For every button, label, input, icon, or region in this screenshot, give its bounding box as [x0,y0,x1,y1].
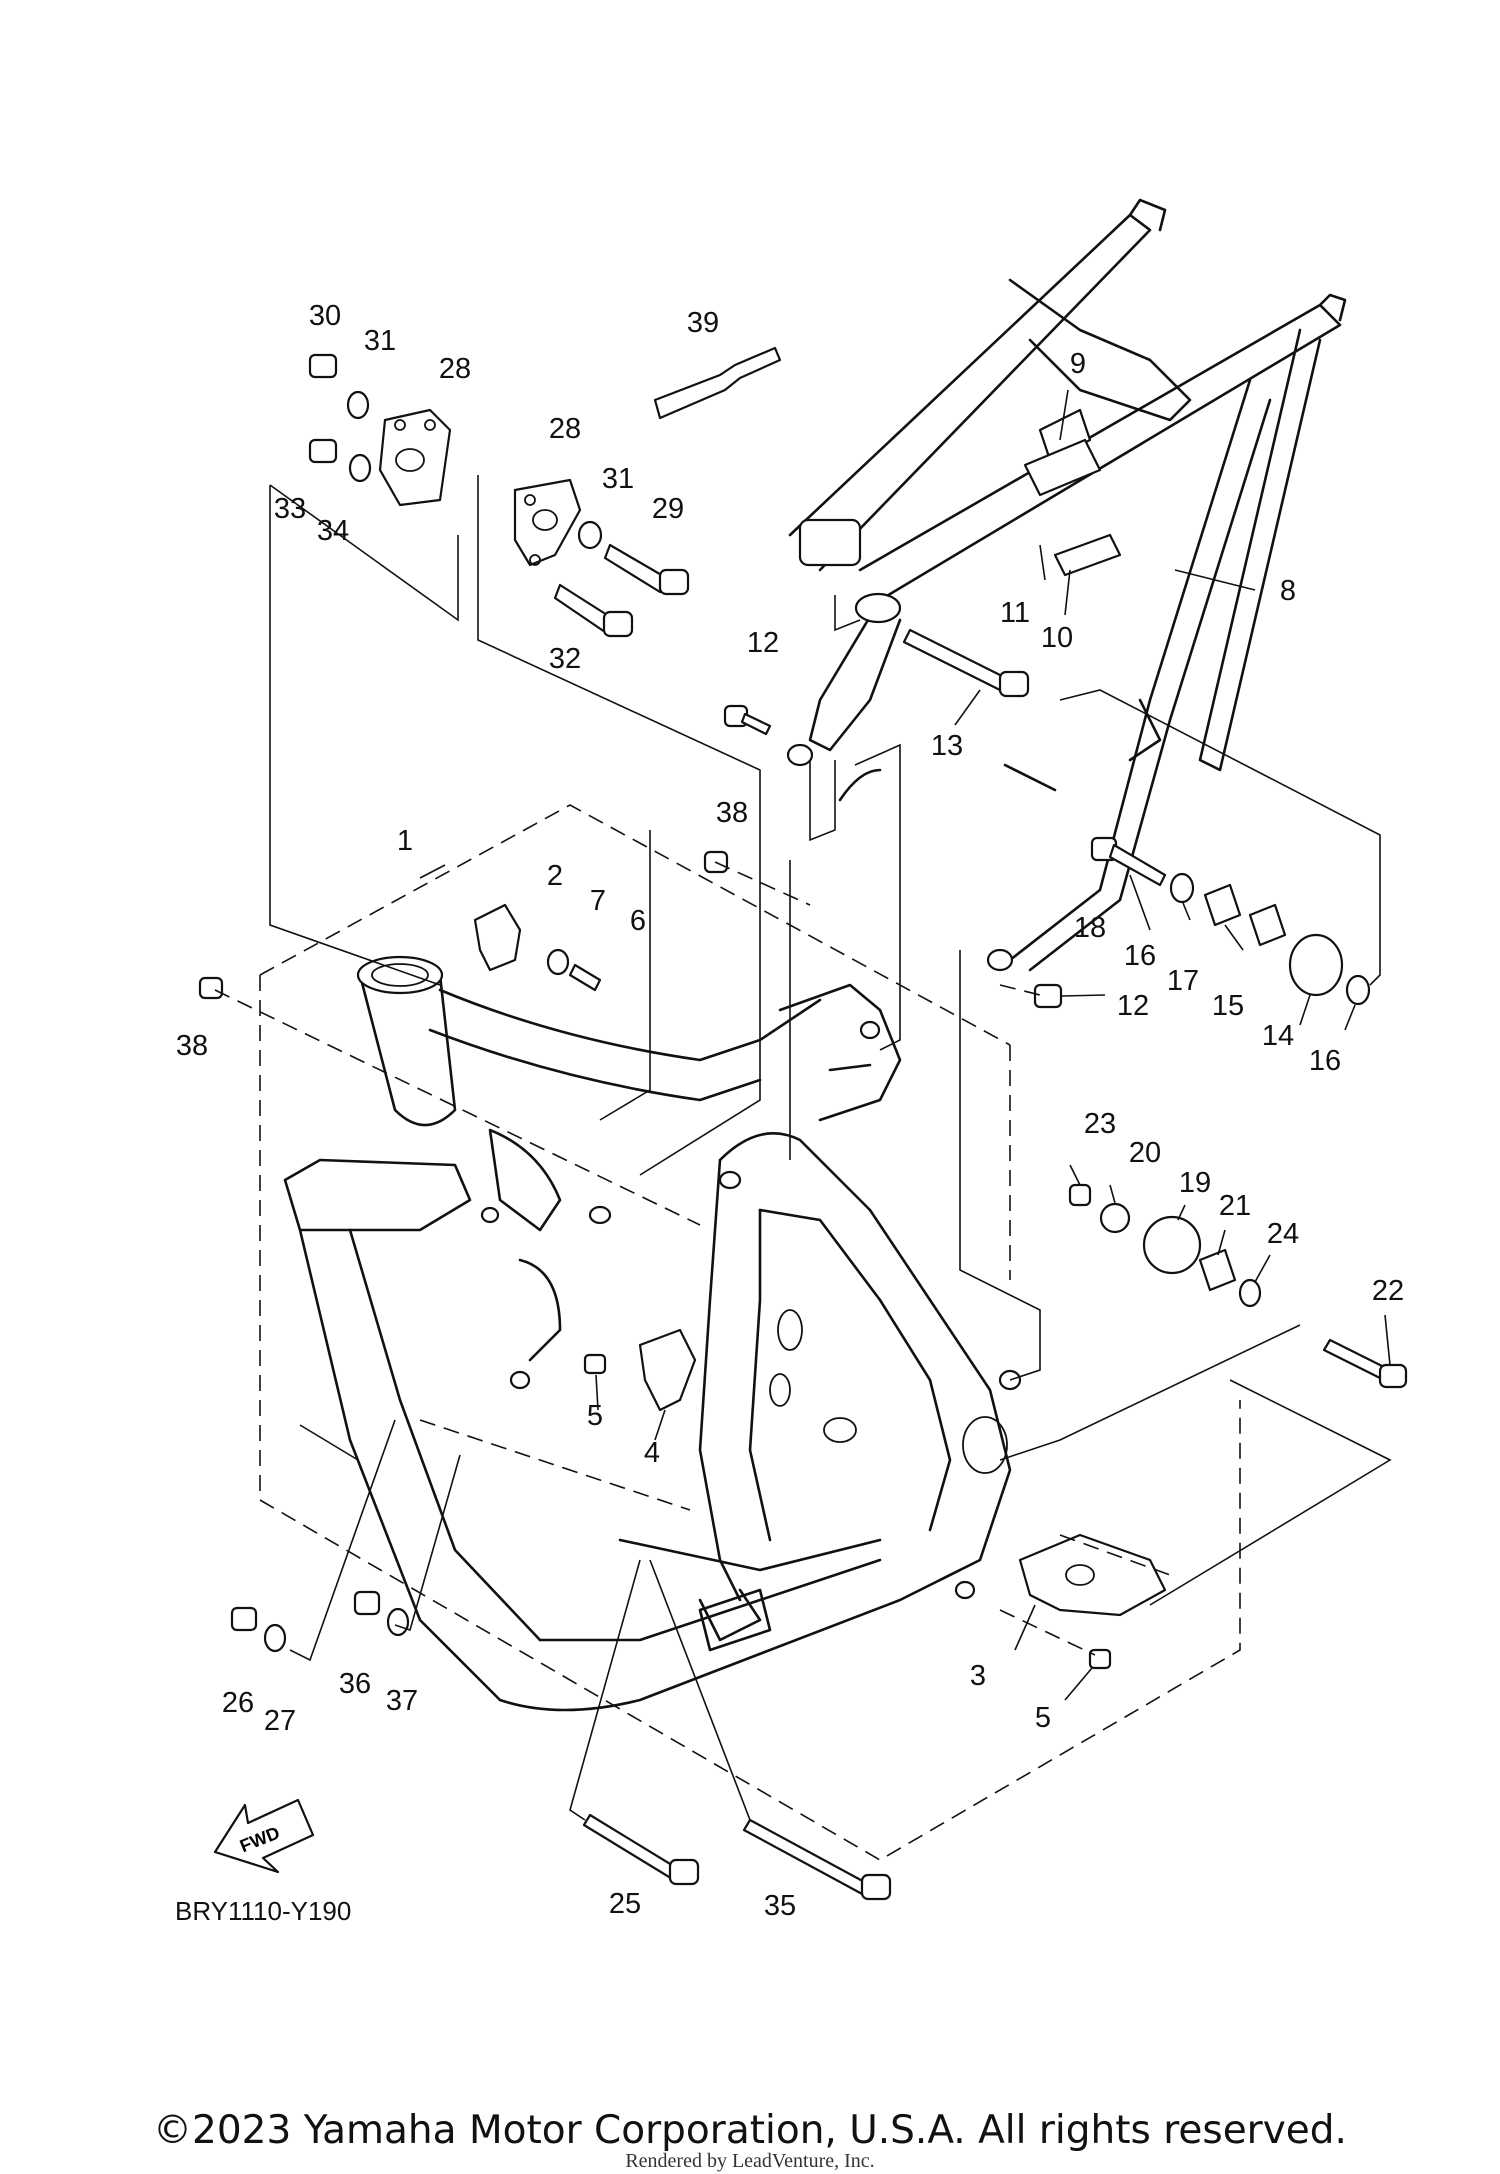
callout-11: 11 [1000,597,1030,629]
callout-14: 14 [1262,1020,1294,1052]
callout-21: 21 [1219,1190,1251,1222]
callout-12b: 12 [1117,990,1149,1022]
sticker-parts [1023,438,1122,577]
callout-1: 1 [397,825,413,857]
callout-37: 37 [386,1685,418,1717]
sub-frame [786,198,1347,972]
callout-13: 13 [931,730,963,762]
callout-5a: 5 [587,1400,603,1432]
callout-27: 27 [264,1705,296,1737]
callout-26: 26 [222,1687,254,1719]
callout-3: 3 [970,1660,986,1692]
callout-38a: 38 [716,797,748,829]
callout-20: 20 [1129,1137,1161,1169]
callout-39: 39 [687,307,719,339]
rendered-by-notice: Rendered by LeadVenture, Inc. [625,2150,875,2172]
callout-31b: 31 [602,463,634,495]
callout-22: 22 [1372,1275,1404,1307]
copyright-notice: ©2023 Yamaha Motor Corporation, U.S.A. A… [153,2108,1347,2153]
callout-labels: 1 2 3 4 5 5 6 7 8 9 10 11 12 12 13 14 15… [176,300,1404,1922]
forward-arrow: FWD [213,1798,315,1874]
diagram-code: BRY1110-Y190 [175,1896,351,1926]
callout-2: 2 [547,860,563,892]
engine-bracket-left [378,408,452,507]
callout-35: 35 [764,1890,796,1922]
callout-12a: 12 [747,627,779,659]
callout-4: 4 [644,1437,660,1469]
callout-10: 10 [1041,622,1073,654]
callout-5b: 5 [1035,1702,1051,1734]
callout-29: 29 [652,493,684,525]
callout-18: 18 [1074,912,1106,944]
callout-25: 25 [609,1888,641,1920]
callout-19: 19 [1179,1167,1211,1199]
callout-32: 32 [549,643,581,675]
callout-34: 34 [317,515,349,547]
callout-15: 15 [1212,990,1244,1022]
callout-28b: 28 [549,413,581,445]
callout-36: 36 [339,1668,371,1700]
callout-16b: 16 [1309,1045,1341,1077]
callout-9: 9 [1070,348,1086,380]
callout-38b: 38 [176,1030,208,1062]
part-39-plate [653,346,782,420]
callout-17: 17 [1167,965,1199,997]
hardware [198,353,1408,1901]
engine-bracket-right [513,478,582,567]
callout-31a: 31 [364,325,396,357]
callout-24: 24 [1267,1218,1299,1250]
leader-lines [214,389,1392,1821]
callout-30: 30 [309,300,341,332]
callout-23: 23 [1084,1108,1116,1140]
frame-assembly-box [259,804,1241,1861]
main-frame [283,955,1022,1712]
callout-16a: 16 [1124,940,1156,972]
callout-28a: 28 [439,353,471,385]
callout-33: 33 [274,493,306,525]
callout-7: 7 [590,885,606,917]
callout-8: 8 [1280,575,1296,607]
callout-6: 6 [630,905,646,937]
